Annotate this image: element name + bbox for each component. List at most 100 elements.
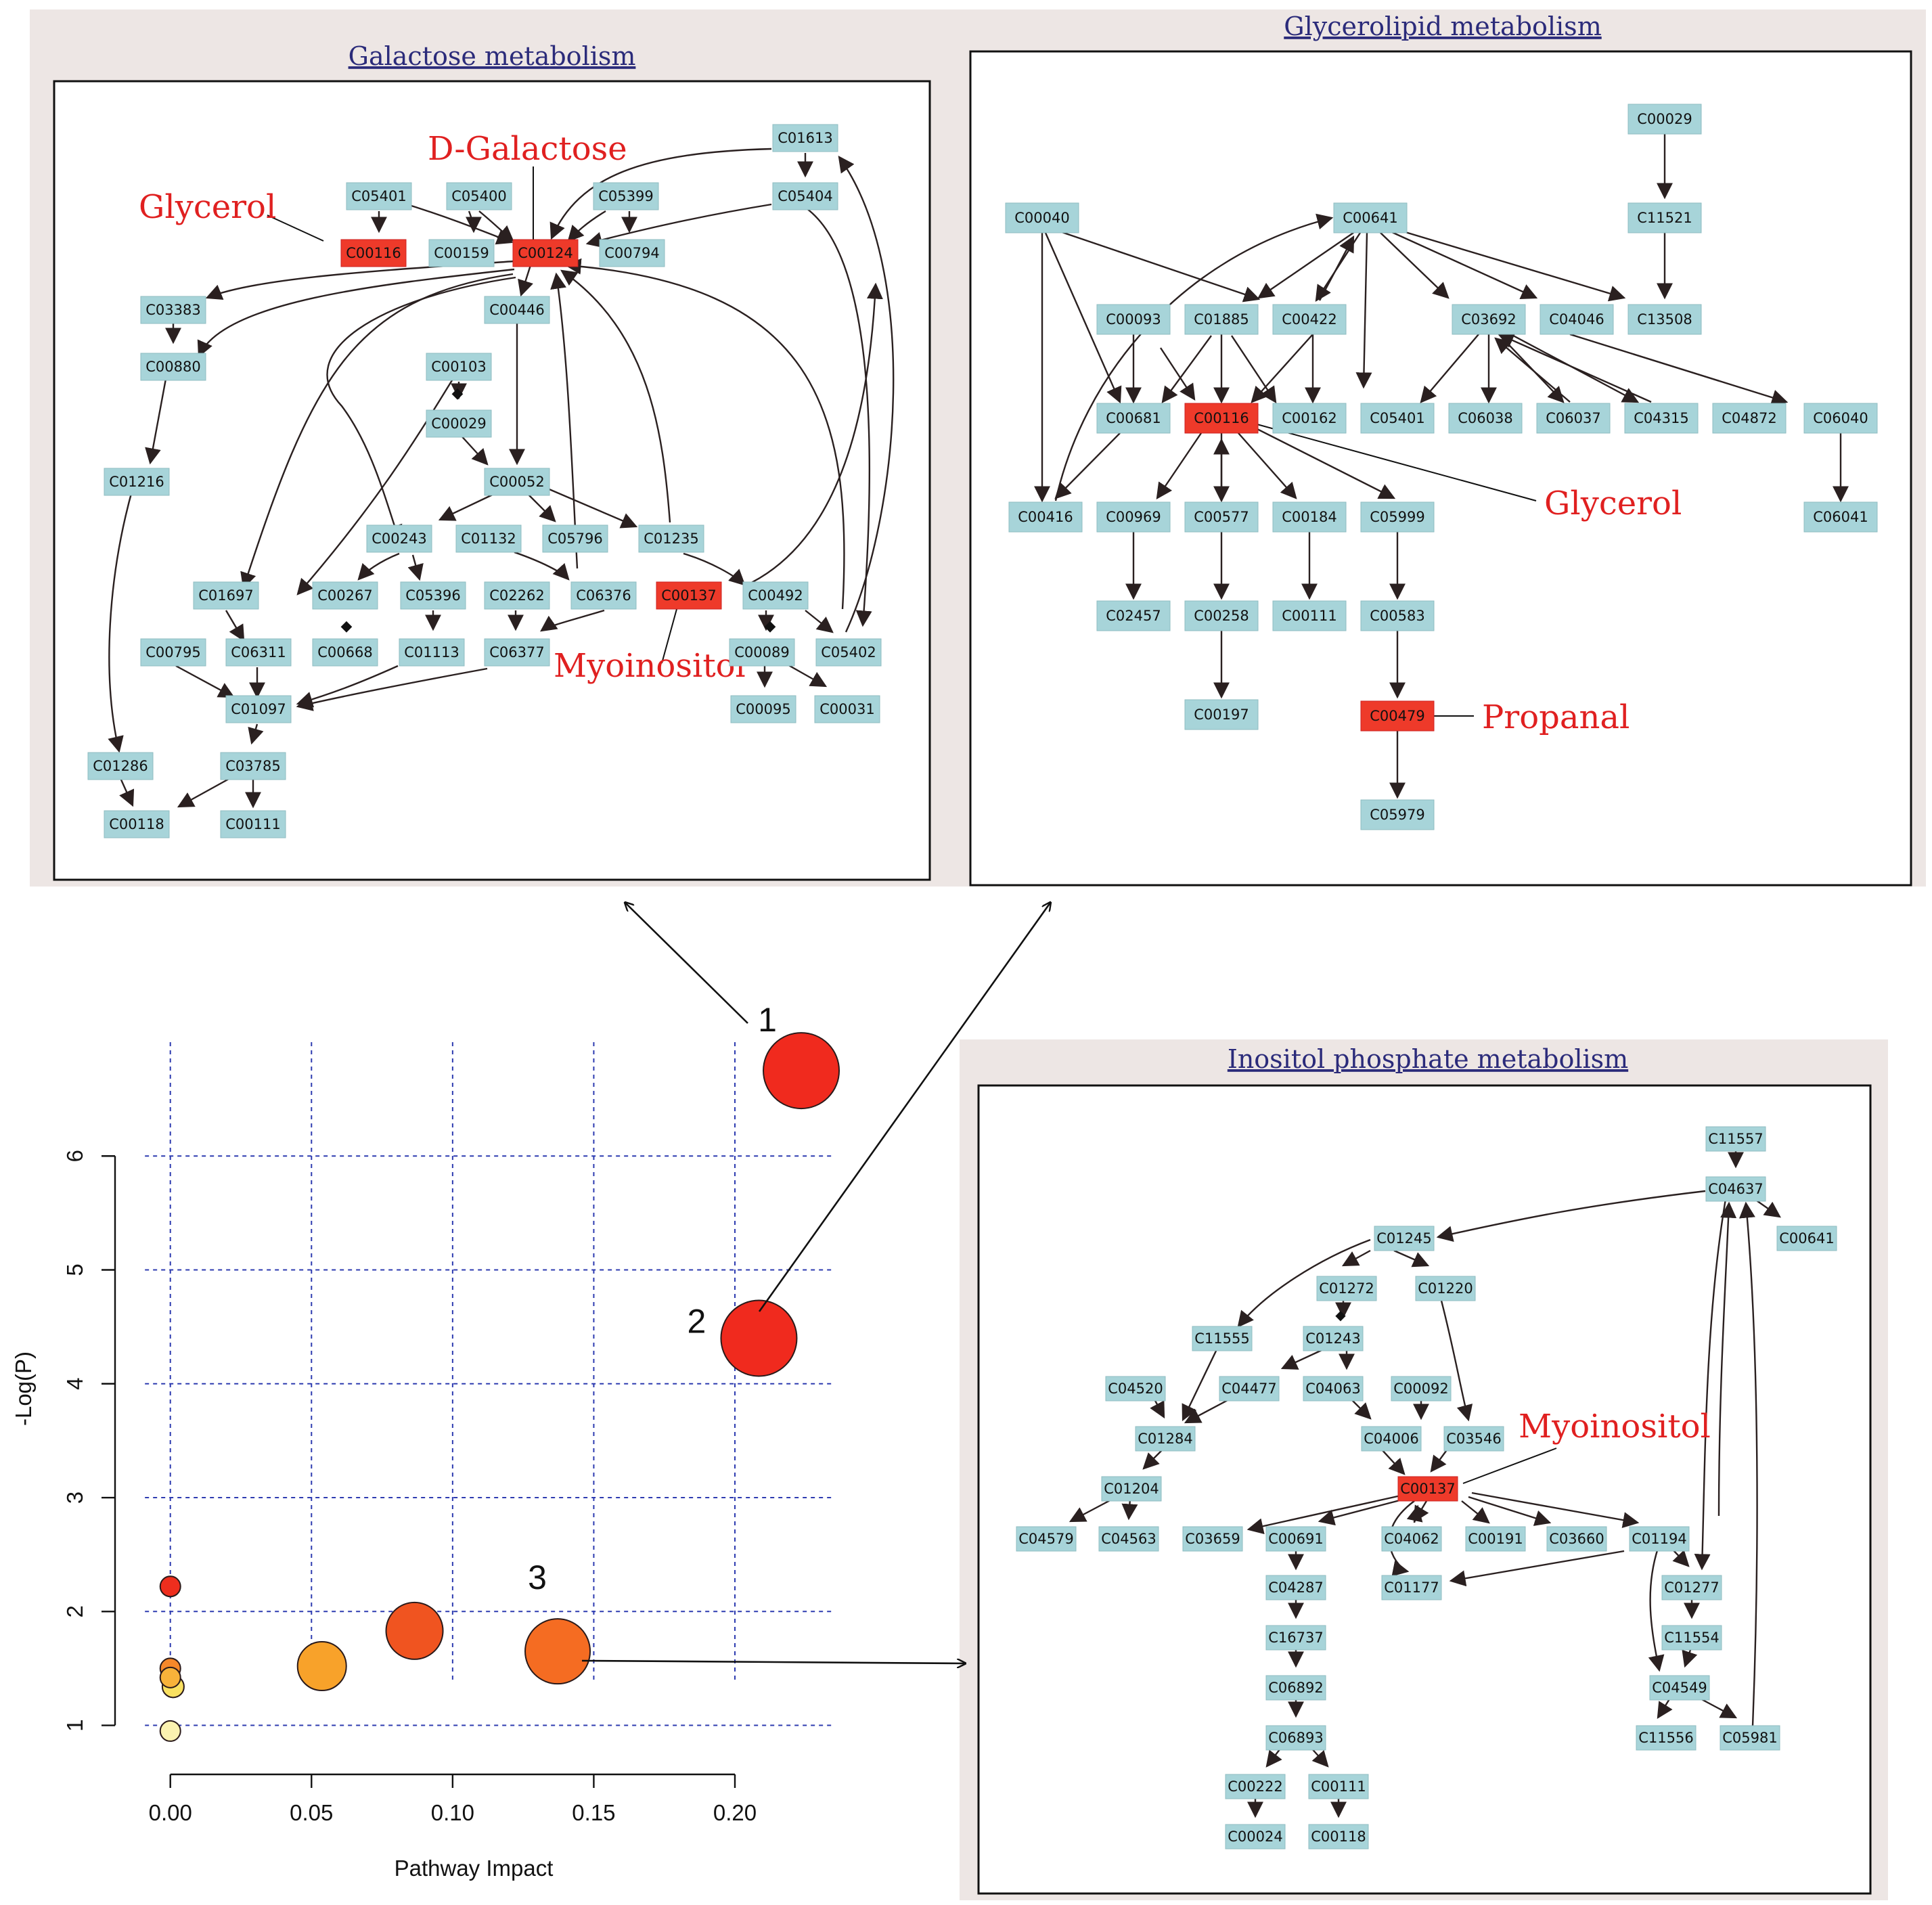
node-C00641: C00641: [1776, 1226, 1837, 1251]
node-C06038: C06038: [1448, 403, 1523, 434]
arrow-2-to-glycerolipid: [758, 903, 1050, 1312]
annot-glycerol-glycerolipid: Glycerol: [1544, 485, 1682, 522]
node-C01113: C01113: [399, 638, 465, 667]
svg-text:C00118: C00118: [109, 816, 164, 832]
node-C16737: C16737: [1265, 1625, 1326, 1651]
bubble-3: [385, 1601, 444, 1660]
inositol-panel-title: Inositol phosphate metabolism: [1228, 1044, 1628, 1074]
svg-text:C04046: C04046: [1549, 311, 1604, 328]
node-C00024: C00024: [1225, 1824, 1286, 1850]
chart-grid: [145, 1042, 834, 1726]
svg-text:C05400: C05400: [451, 188, 506, 204]
svg-text:◆: ◆: [765, 618, 776, 635]
node-C03660: C03660: [1546, 1526, 1607, 1552]
node-C00880: C00880: [140, 353, 206, 381]
svg-text:C01204: C01204: [1104, 1481, 1159, 1497]
svg-text:C05396: C05396: [405, 587, 460, 604]
svg-text:◆: ◆: [341, 618, 353, 635]
galactose-leaders: [267, 166, 677, 664]
node-C00583: C00583: [1360, 600, 1435, 631]
svg-text:C00243: C00243: [372, 531, 426, 547]
svg-text:C04006: C04006: [1364, 1431, 1418, 1447]
svg-text:C00577: C00577: [1194, 509, 1249, 525]
svg-text:C00794: C00794: [604, 245, 659, 261]
x-tick-label-4: 0.20: [713, 1800, 757, 1825]
svg-text:C05979: C05979: [1370, 807, 1424, 823]
svg-text:C00416: C00416: [1018, 509, 1073, 525]
svg-text:C05981: C05981: [1722, 1730, 1777, 1746]
node-C00124: C00124: [512, 239, 579, 267]
node-C00191: C00191: [1465, 1526, 1526, 1552]
node-C00103: C00103: [426, 353, 492, 381]
node-C04315: C04315: [1624, 403, 1699, 434]
arrow-3-to-inositol: [581, 1661, 965, 1663]
node-C06311: C06311: [225, 638, 292, 667]
svg-text:C05796: C05796: [547, 531, 602, 547]
svg-text:C06376: C06376: [576, 587, 631, 604]
galactose-panel-title: Galactose metabolism: [349, 41, 636, 71]
node-C06040: C06040: [1803, 403, 1878, 434]
node-C06377: C06377: [484, 638, 550, 667]
node-C05404: C05404: [772, 182, 838, 210]
glycerolipid-nodes: C00029 C00040 C00641 C11521 C00093 C0188…: [1005, 104, 1878, 830]
node-C04563: C04563: [1098, 1526, 1159, 1552]
svg-text:C00116: C00116: [1194, 410, 1249, 426]
svg-text:C00116: C00116: [346, 245, 401, 261]
node-C00111: C00111: [220, 810, 286, 838]
node-C13508: C13508: [1627, 304, 1702, 335]
svg-text:C01235: C01235: [644, 531, 698, 547]
node-C04062: C04062: [1381, 1526, 1442, 1552]
y-axis-title: -Log(P): [11, 1351, 36, 1426]
svg-text:C06892: C06892: [1268, 1680, 1323, 1696]
node-C11556: C11556: [1636, 1725, 1697, 1751]
bubble-0: [763, 1032, 840, 1110]
annot-propanal: Propanal: [1482, 698, 1630, 736]
bubble-7: [159, 1666, 181, 1688]
svg-text:C00641: C00641: [1779, 1230, 1834, 1247]
node-C00116: C00116: [1184, 403, 1259, 434]
svg-text:C01284: C01284: [1138, 1431, 1192, 1447]
svg-text:C01243: C01243: [1305, 1330, 1360, 1347]
node-C05396: C05396: [400, 581, 466, 610]
svg-text:C00691: C00691: [1268, 1531, 1323, 1547]
node-C05981: C05981: [1720, 1725, 1780, 1751]
x-tick-label-0: 0.00: [149, 1800, 192, 1825]
glycerolipid-leaders: [1254, 423, 1537, 717]
svg-text:C05404: C05404: [778, 188, 832, 204]
node-C01216: C01216: [104, 468, 170, 496]
node-C06041: C06041: [1803, 501, 1878, 533]
node-C01885: C01885: [1184, 304, 1259, 335]
node-C00422: C00422: [1272, 304, 1347, 335]
svg-text:C00111: C00111: [225, 816, 280, 832]
node-C05399: C05399: [593, 182, 659, 210]
svg-text:C02262: C02262: [489, 587, 544, 604]
svg-text:C00124: C00124: [518, 245, 572, 261]
callout-label-2: 2: [688, 1302, 706, 1340]
node-C00258: C00258: [1184, 600, 1259, 631]
chart-points: [159, 1032, 840, 1742]
svg-text:C00031: C00031: [819, 701, 874, 717]
x-axis-title: Pathway Impact: [395, 1856, 554, 1881]
svg-text:C05999: C05999: [1370, 509, 1424, 525]
svg-text:C00137: C00137: [661, 587, 716, 604]
bubble-5: [159, 1575, 181, 1598]
callout-label-1: 1: [758, 1001, 777, 1039]
svg-text:C03659: C03659: [1185, 1531, 1240, 1547]
node-C00222: C00222: [1225, 1774, 1286, 1799]
y-tick-label-5: 6: [62, 1150, 87, 1162]
svg-text:C01272: C01272: [1319, 1280, 1374, 1297]
x-tick-label-3: 0.15: [572, 1800, 615, 1825]
node-C03692: C03692: [1452, 304, 1526, 335]
node-C04477: C04477: [1219, 1376, 1280, 1402]
node-C00243: C00243: [366, 524, 432, 553]
node-C04579: C04579: [1016, 1526, 1077, 1552]
svg-text:C00103: C00103: [431, 359, 486, 375]
svg-text:C01113: C01113: [404, 644, 459, 660]
svg-text:C00052: C00052: [489, 474, 544, 490]
node-C00111: C00111: [1308, 1774, 1369, 1799]
node-C05796: C05796: [542, 524, 608, 553]
svg-text:C01194: C01194: [1632, 1531, 1686, 1547]
node-C00031: C00031: [814, 695, 880, 723]
